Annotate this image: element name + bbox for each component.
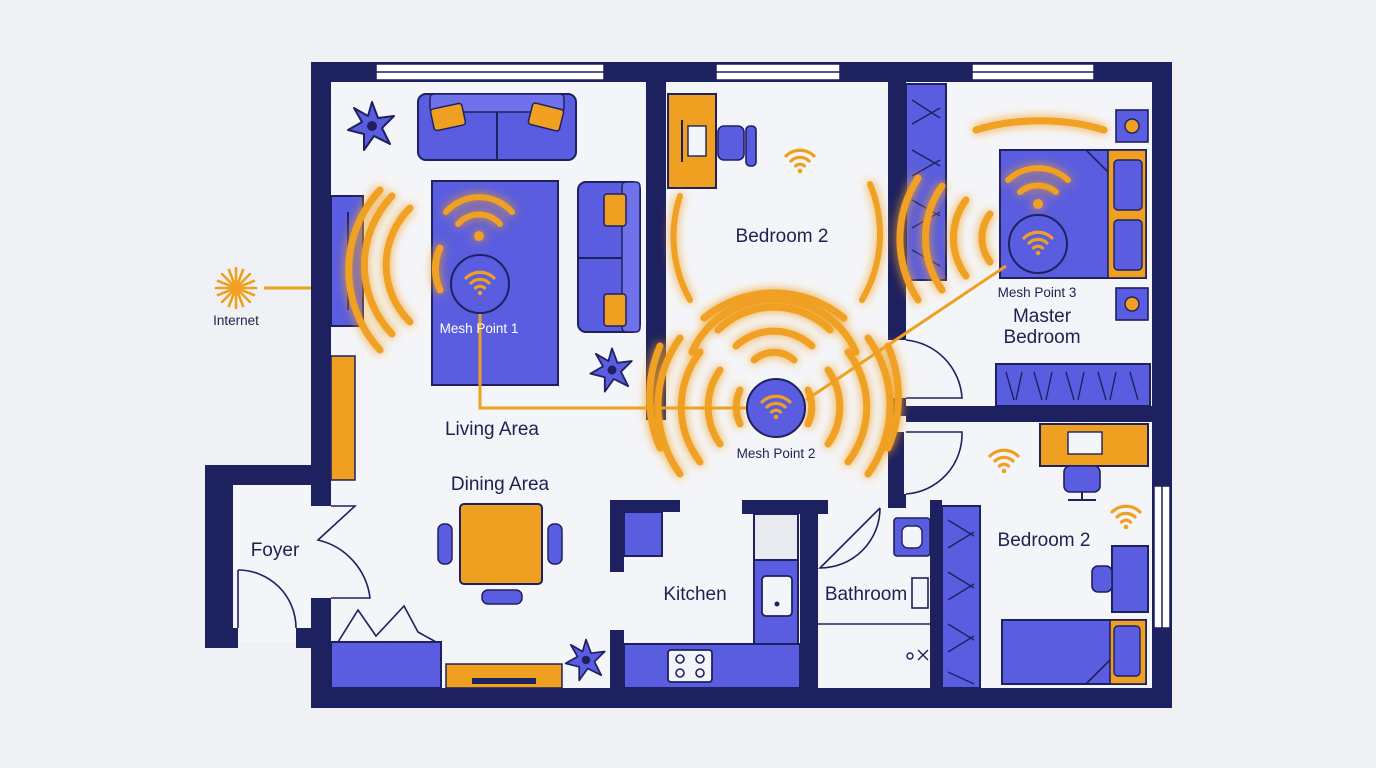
backhaul-links bbox=[264, 264, 1007, 410]
mesh-point-2[interactable] bbox=[746, 378, 806, 438]
bedroom-2-bottom-label: Bedroom 2 bbox=[998, 530, 1091, 551]
foyer-label: Foyer bbox=[251, 540, 300, 561]
desk-icon bbox=[1091, 545, 1149, 613]
wardrobe-icon bbox=[941, 505, 981, 689]
console bbox=[445, 663, 563, 689]
sofa-icon bbox=[577, 181, 641, 333]
windows bbox=[375, 63, 1171, 629]
stove-icon bbox=[667, 649, 713, 683]
doors bbox=[237, 339, 963, 629]
mesh-point-2-label: Mesh Point 2 bbox=[737, 446, 816, 461]
master-bedroom-label-line2: Bedroom bbox=[1003, 327, 1080, 348]
mesh-point-3-label: Mesh Point 3 bbox=[998, 285, 1077, 300]
signal-waves bbox=[345, 117, 1108, 478]
chair-icon bbox=[1063, 465, 1101, 501]
chair-icon bbox=[717, 125, 757, 167]
dining-area-label: Dining Area bbox=[451, 474, 550, 495]
mesh-point-3[interactable] bbox=[1008, 214, 1068, 274]
sofa-icon bbox=[417, 93, 577, 161]
bed-icon bbox=[1001, 619, 1147, 685]
living-area-label: Living Area bbox=[445, 419, 539, 440]
kitchen-label: Kitchen bbox=[663, 584, 726, 605]
bedroom-2-top-label: Bedroom 2 bbox=[736, 226, 829, 247]
cabinet bbox=[330, 355, 356, 481]
dining-table bbox=[437, 503, 563, 605]
bathroom-label: Bathroom bbox=[825, 584, 907, 605]
desk-icon bbox=[667, 93, 717, 189]
internet-icon bbox=[214, 266, 258, 310]
sink-icon bbox=[761, 575, 793, 617]
desk-icon bbox=[1039, 423, 1149, 467]
master-bedroom-label-line1: Master bbox=[1013, 306, 1072, 327]
toilet-icon bbox=[818, 577, 930, 661]
interior-walls bbox=[610, 82, 1172, 700]
sink-icon bbox=[893, 517, 931, 557]
mesh-point-1[interactable] bbox=[450, 254, 510, 314]
nightstand bbox=[1115, 109, 1149, 321]
internet-label: Internet bbox=[213, 313, 259, 328]
wardrobe-icon bbox=[995, 363, 1151, 407]
mesh-point-1-label: Mesh Point 1 bbox=[440, 321, 519, 336]
shelf bbox=[330, 604, 442, 689]
